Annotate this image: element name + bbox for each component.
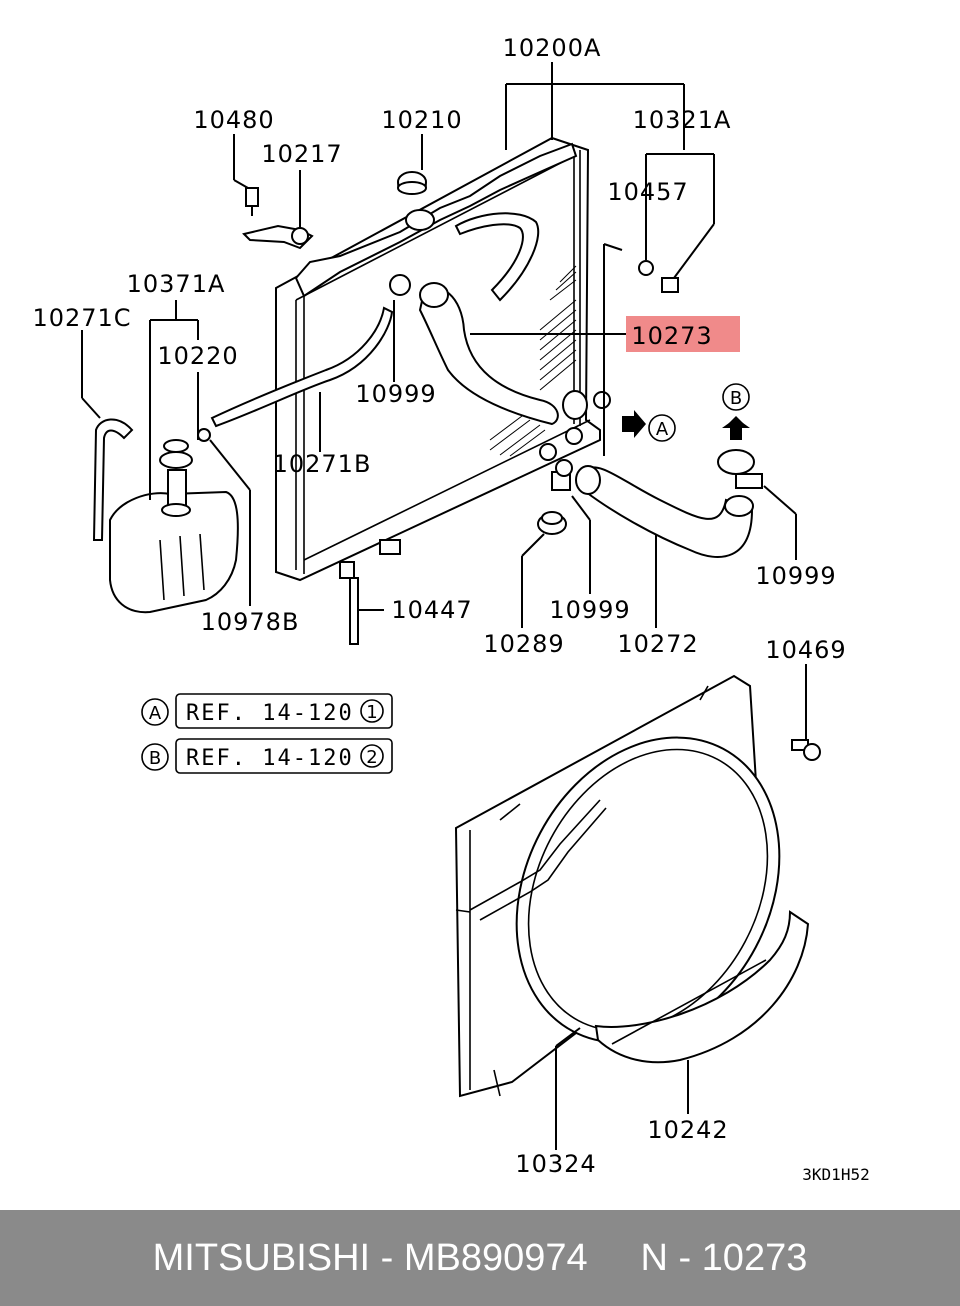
label-10469: 10469 [765,636,846,664]
radiator [275,136,601,582]
fan-shroud-lower [594,910,810,1064]
ref-b: B REF. 14-120 2 [141,738,393,774]
label-10978B: 10978B [201,608,300,636]
part-labels: 10200A 10480 10210 10321A 10217 10457 10… [32,34,846,1178]
ref-a-num: 1 [366,702,377,723]
label-10321A: 10321A [633,106,732,134]
label-10457: 10457 [607,178,688,206]
label-10200A: 10200A [503,34,602,62]
label-10220: 10220 [157,342,238,370]
label-10371A: 10371A [127,270,226,298]
label-10217: 10217 [261,140,342,168]
ref-a: A REF. 14-120 1 [141,693,393,729]
ref-a-letter: A [149,703,162,724]
label-10999-right: 10999 [755,562,836,590]
footer-text: MITSUBISHI - MB890974 N - 10273 [152,1236,808,1279]
highlight-10273 [626,316,740,352]
fan-shroud [454,674,781,1098]
label-10273: 10273 [631,322,712,350]
lower-hose-10272 [539,443,763,558]
reserve-tank [109,451,239,614]
ref-b-num: 2 [366,747,377,768]
label-10210: 10210 [381,106,462,134]
part-number-footer: MITSUBISHI - MB890974 N - 10273 [0,1210,960,1306]
label-10289: 10289 [483,630,564,658]
parts-diagram: A B 10200A 10480 10210 10321A 10217 1045… [32,34,869,1184]
arrow-a: A [622,410,676,442]
label-10999-upper: 10999 [355,380,436,408]
upper-hose-10273 [389,274,611,426]
ref-b-text: REF. 14-120 [186,746,354,771]
arrow-b-letter: B [730,388,742,409]
label-10324: 10324 [515,1150,596,1178]
label-10447: 10447 [391,596,472,624]
arrow-a-letter: A [656,419,669,440]
label-10480: 10480 [193,106,274,134]
ref-b-letter: B [149,748,161,769]
label-10999-lower: 10999 [549,596,630,624]
label-10271B: 10271B [273,450,372,478]
ref-a-text: REF. 14-120 [186,701,354,726]
core-fins [489,265,577,457]
label-10271C: 10271C [32,304,131,332]
label-10242: 10242 [647,1116,728,1144]
arrow-b: B [722,383,750,440]
label-10272: 10272 [617,630,698,658]
drawing-code: 3KD1H52 [802,1165,869,1184]
